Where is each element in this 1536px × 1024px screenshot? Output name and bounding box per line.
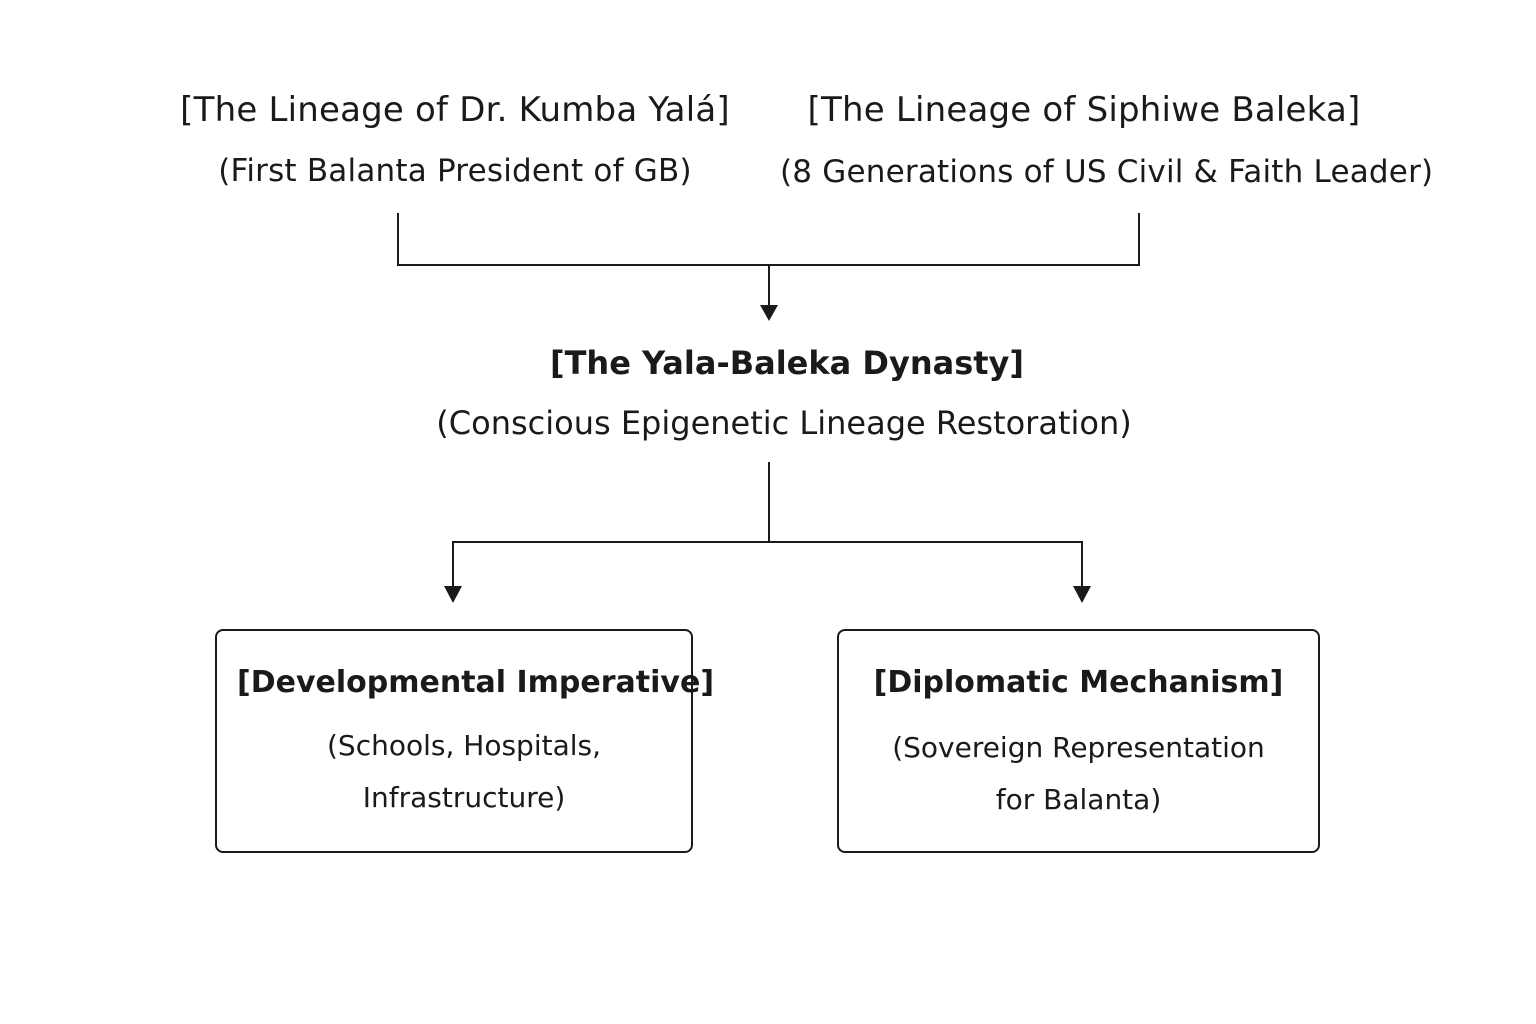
diplomatic-mechanism-line1: (Sovereign Representation xyxy=(892,731,1265,764)
diplomatic-mechanism-title: [Diplomatic Mechanism] xyxy=(873,665,1284,700)
dynasty-title: [The Yala-Baleka Dynasty] xyxy=(549,344,1025,382)
lineage-baleka-title: [The Lineage of Siphiwe Baleka] xyxy=(807,90,1361,130)
diplomatic-mechanism-line2: for Balanta) xyxy=(995,783,1162,816)
diplomatic-mechanism-box: [Diplomatic Mechanism] (Sovereign Repres… xyxy=(837,629,1320,853)
developmental-imperative-line1: (Schools, Hospitals, xyxy=(327,729,601,762)
lineage-yala-subtitle: (First Balanta President of GB) xyxy=(218,153,692,189)
arrow-to-dynasty-icon xyxy=(760,305,778,321)
dynasty-subtitle: (Conscious Epigenetic Lineage Restoratio… xyxy=(436,404,1132,442)
split-line-left xyxy=(452,541,769,586)
developmental-imperative-title: [Developmental Imperative] xyxy=(237,665,715,700)
merge-line-right xyxy=(769,213,1140,266)
developmental-imperative-line2: Infrastructure) xyxy=(362,781,566,814)
developmental-imperative-box: [Developmental Imperative] (Schools, Hos… xyxy=(215,629,715,853)
split-line-right xyxy=(769,541,1083,586)
lineage-baleka-subtitle: (8 Generations of US Civil & Faith Leade… xyxy=(780,154,1434,190)
lineage-yala-title: [The Lineage of Dr. Kumba Yalá] xyxy=(180,90,730,130)
merge-line-left xyxy=(397,213,769,266)
arrow-to-developmental-icon xyxy=(444,586,462,603)
arrow-to-diplomatic-icon xyxy=(1073,586,1091,603)
